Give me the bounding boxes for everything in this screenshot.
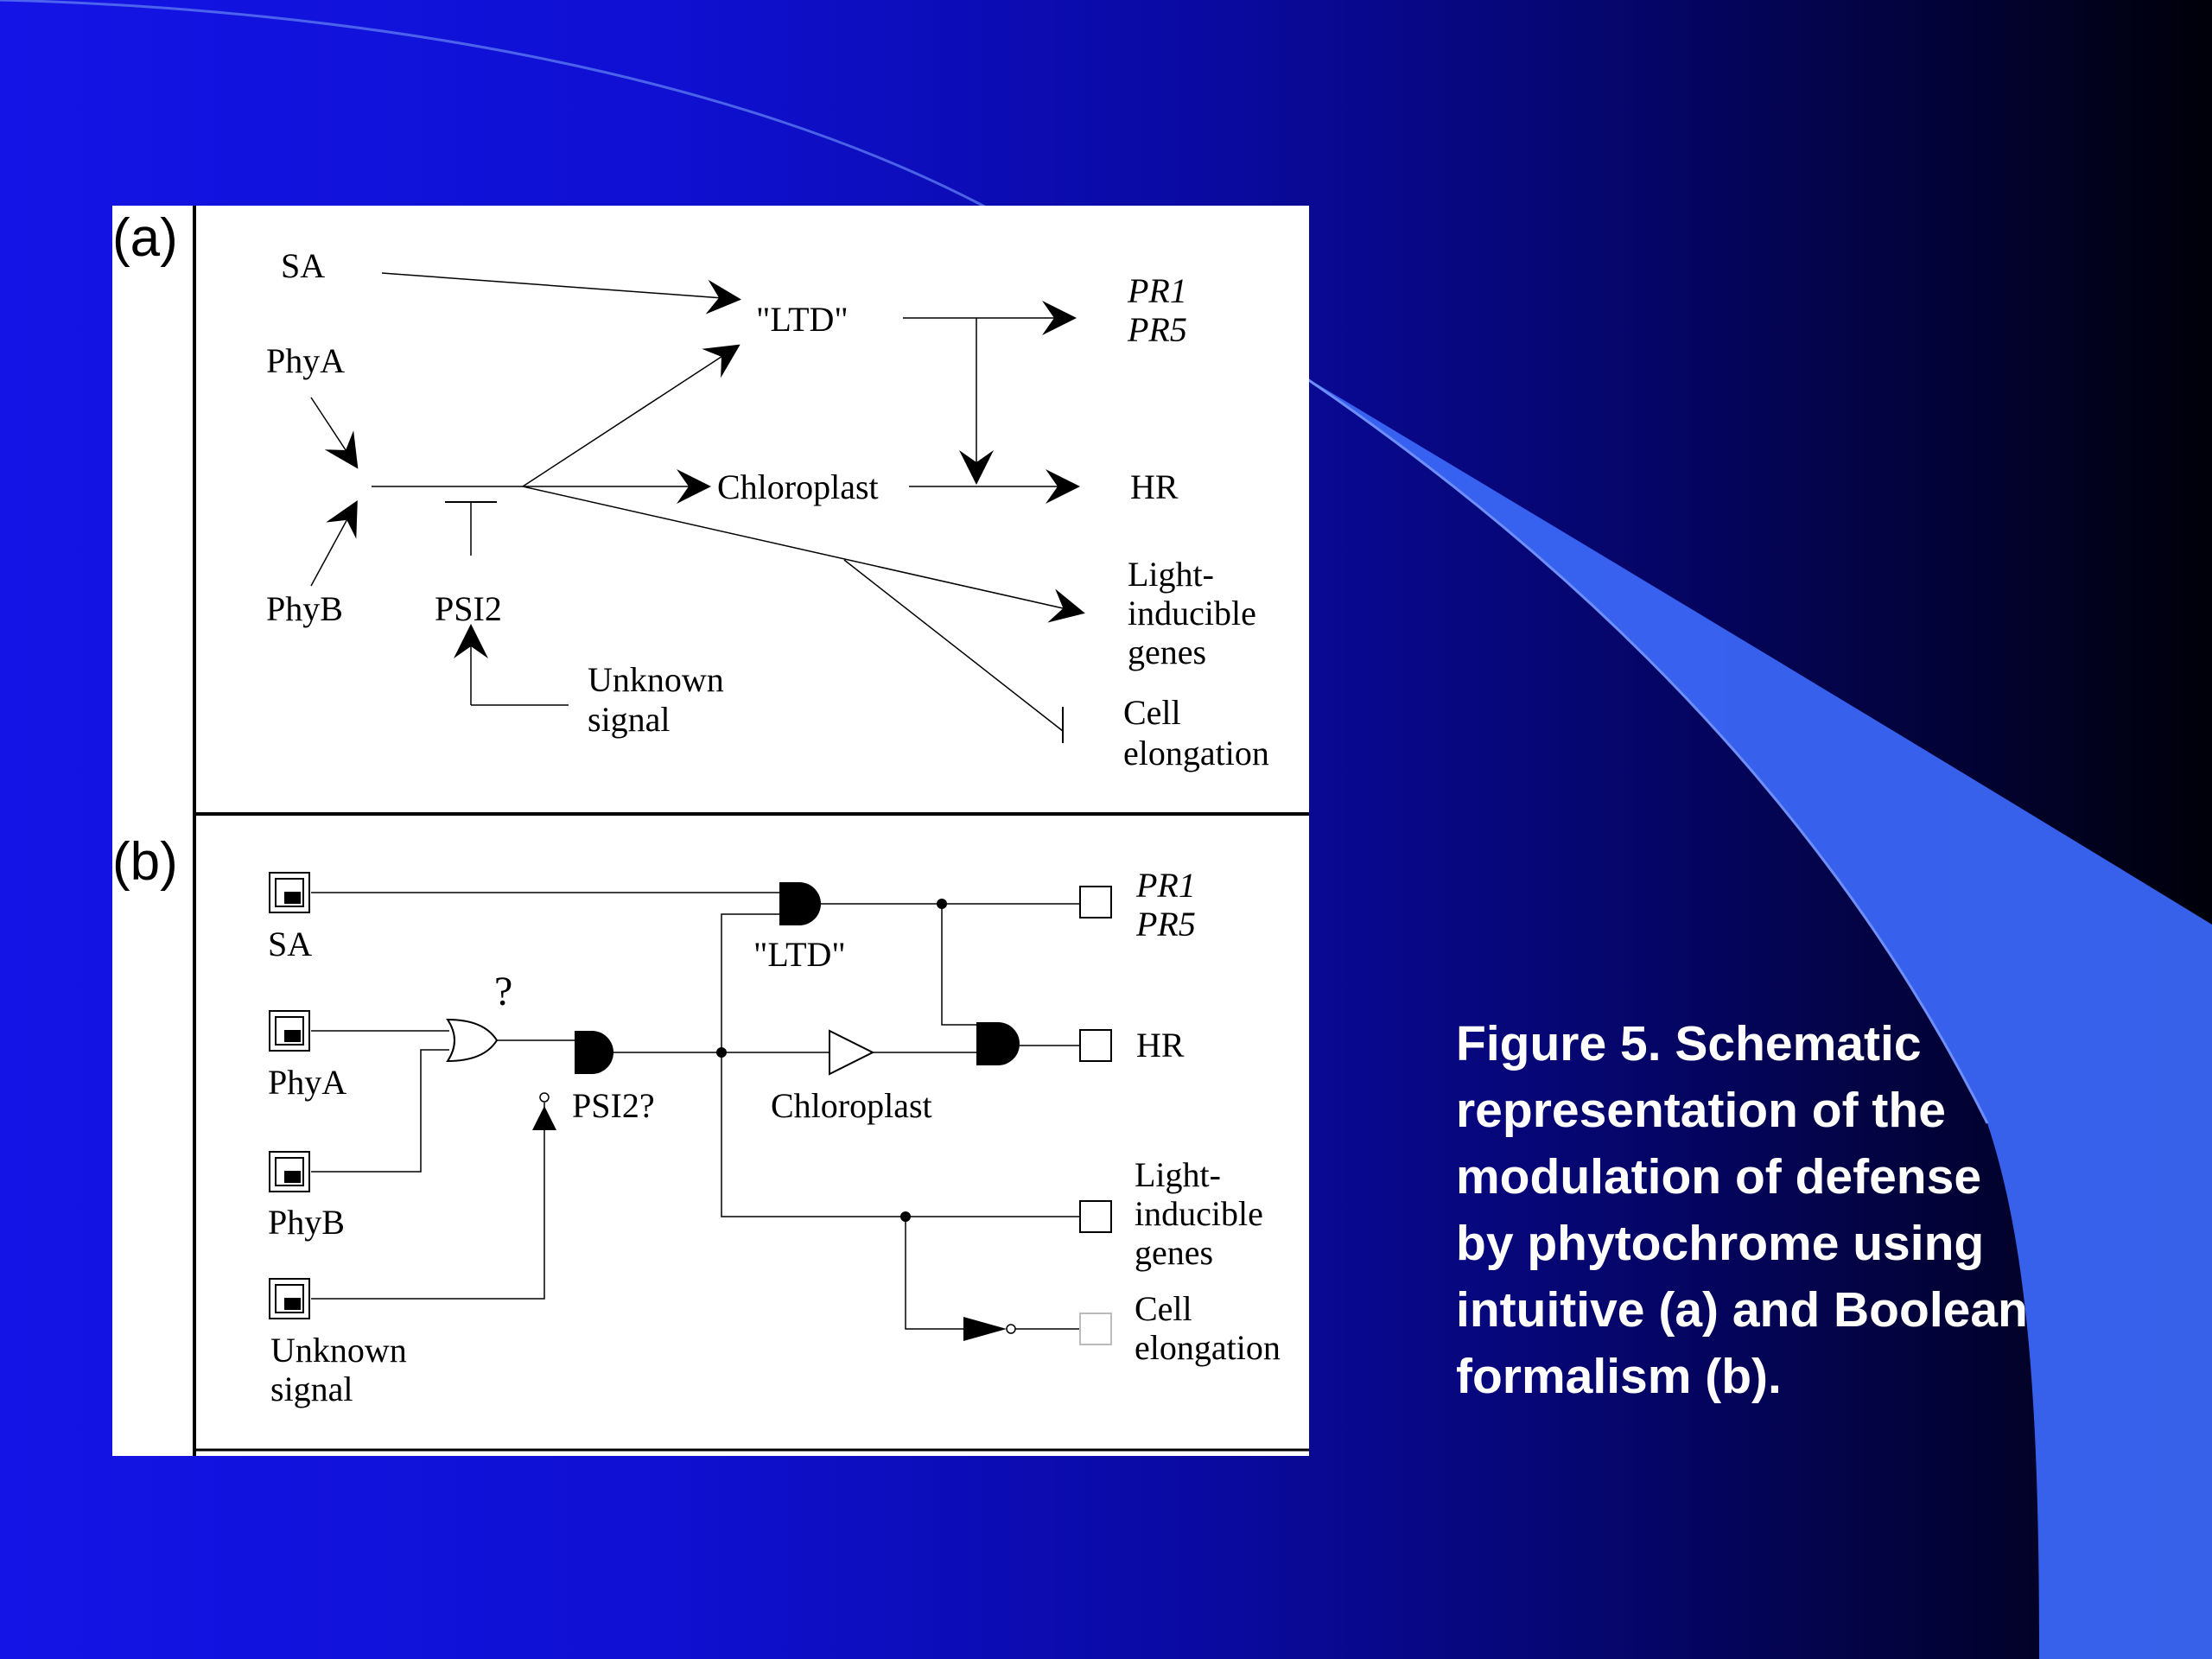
- input-label-phyb: PhyB: [268, 1203, 345, 1242]
- input-arrow-psi2: [532, 1106, 556, 1130]
- node-chloroplast: Chloroplast: [717, 467, 879, 506]
- buffer-gate-chloroplast-shape: [829, 1029, 875, 1076]
- wire-to-not: [905, 1217, 963, 1330]
- input-label-phya: PhyA: [268, 1063, 346, 1102]
- node-light-inducible-2: inducible: [1128, 594, 1256, 632]
- or-gate-question-mark: ?: [494, 969, 512, 1014]
- edge-branch-to-cell-elongation: [843, 559, 1064, 732]
- input-switch-phya: [269, 1010, 310, 1052]
- node-psi2: PSI2: [435, 589, 502, 628]
- not-gate-cell-elongation: [963, 1317, 1007, 1341]
- wire-ltd-feed: [721, 913, 779, 1052]
- gate-label-ltd: "LTD": [753, 935, 846, 974]
- panel-b-wires: [311, 892, 1080, 1330]
- panel-b-outputs: [1079, 886, 1112, 1345]
- input-switch-sa: [269, 872, 310, 913]
- node-hr: HR: [1130, 467, 1179, 506]
- figure-frame: [193, 206, 1309, 1456]
- panel-a-edges: [310, 272, 1085, 743]
- node-cell-elongation-1: Cell: [1123, 693, 1181, 732]
- wire-phyb: [311, 1049, 449, 1173]
- node-unknown-signal-2: signal: [588, 700, 671, 739]
- output-label-cell-2: elongation: [1135, 1328, 1281, 1367]
- output-label-pr5: PR5: [1135, 905, 1196, 944]
- inverter-bubble-psi2: [539, 1092, 550, 1103]
- figure-caption: Figure 5. Schematic representation of th…: [1456, 1011, 2164, 1410]
- node-pr1: PR1: [1127, 271, 1187, 310]
- wire-ltd-to-hr: [941, 904, 976, 1026]
- node-pr5: PR5: [1127, 310, 1187, 349]
- edge-phyb-to-node: [310, 499, 358, 587]
- edge-junction-to-light-genes: [522, 486, 1085, 623]
- node-sa: SA: [281, 246, 325, 285]
- and-gate-ltd: [779, 882, 821, 925]
- input-switch-phyb: [269, 1151, 310, 1192]
- figure-panel: (a) SA PhyA PhyB PSI2 Unknown signa: [112, 206, 1309, 1456]
- node-phya: PhyA: [266, 341, 345, 380]
- output-box-pr: [1079, 886, 1112, 918]
- output-label-light-2: inducible: [1135, 1194, 1263, 1233]
- caption-line: by phytochrome using: [1456, 1216, 1985, 1271]
- node-cell-elongation-2: elongation: [1123, 734, 1269, 772]
- wire-to-light-genes: [721, 1052, 1080, 1217]
- panel-a-label: (a): [112, 208, 178, 268]
- input-switch-unknown-signal: [269, 1278, 310, 1319]
- node-light-inducible-3: genes: [1128, 632, 1206, 671]
- caption-line: formalism (b).: [1456, 1349, 1782, 1404]
- panel-b-junctions: [716, 899, 947, 1222]
- caption-line: intuitive (a) and Boolean: [1456, 1282, 2028, 1338]
- gate-label-chloroplast: Chloroplast: [771, 1086, 932, 1125]
- panel-b-labels: SA PhyA PhyB Unknown signal ? PSI2? "LTD…: [268, 866, 1281, 1408]
- inverter-bubble-cell-elongation: [1006, 1324, 1016, 1334]
- output-label-light-1: Light-: [1135, 1155, 1221, 1194]
- panel-a-labels: SA PhyA PhyB PSI2 Unknown signal "LTD" P…: [266, 246, 1269, 772]
- output-box-light-genes: [1079, 1200, 1112, 1233]
- phytochrome-defense-diagram: (a) SA PhyA PhyB PSI2 Unknown signa: [112, 206, 1309, 1456]
- panel-b: (b): [112, 832, 1281, 1408]
- output-label-cell-1: Cell: [1135, 1289, 1192, 1328]
- panel-b-inputs: [269, 872, 310, 1319]
- junction-dot: [937, 899, 947, 909]
- node-phyb: PhyB: [266, 589, 343, 628]
- edge-phya-to-node: [310, 397, 359, 469]
- node-ltd: "LTD": [756, 300, 849, 339]
- panel-a: (a) SA PhyA PhyB PSI2 Unknown signa: [112, 208, 1269, 772]
- input-label-unknown-1: Unknown: [270, 1331, 407, 1370]
- panel-b-label: (b): [112, 832, 178, 892]
- gate-label-psi2: PSI2?: [572, 1086, 655, 1125]
- output-box-cell-elongation: [1079, 1313, 1112, 1345]
- wire-unknown: [311, 1103, 545, 1300]
- output-label-light-3: genes: [1135, 1233, 1213, 1272]
- caption-line: modulation of defense: [1456, 1149, 1982, 1205]
- caption-line: representation of the: [1456, 1083, 1946, 1138]
- output-label-pr1: PR1: [1135, 866, 1196, 905]
- input-label-unknown-2: signal: [270, 1370, 353, 1408]
- caption-line: Figure 5. Schematic: [1456, 1016, 1922, 1071]
- junction-dot: [900, 1211, 911, 1222]
- input-label-sa: SA: [268, 925, 312, 963]
- or-gate: [446, 1018, 499, 1063]
- node-unknown-signal-1: Unknown: [588, 660, 724, 699]
- edge-junction-to-ltd: [522, 344, 741, 487]
- and-gate-psi2: [575, 1031, 613, 1074]
- output-box-hr: [1079, 1029, 1112, 1062]
- edge-sa-to-ltd: [381, 272, 741, 315]
- node-light-inducible-1: Light-: [1128, 555, 1214, 594]
- and-gate-hr: [976, 1022, 1020, 1065]
- panel-b-gates: [446, 882, 1020, 1341]
- junction-dot: [716, 1047, 727, 1058]
- output-label-hr: HR: [1136, 1026, 1185, 1065]
